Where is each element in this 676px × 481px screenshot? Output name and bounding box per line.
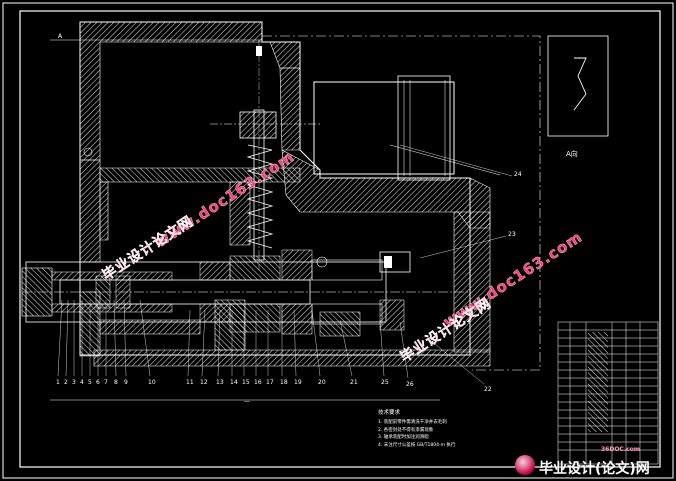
- leader-lines: [57, 144, 513, 385]
- part-number-8: 8: [114, 379, 118, 386]
- vertical-shaft: [239, 40, 277, 270]
- spindle-assembly: [21, 147, 470, 337]
- part-number-11: 11: [186, 379, 194, 386]
- part-number-26: 26: [406, 381, 414, 388]
- part-number-24: 24: [514, 171, 522, 178]
- part-number-2: 2: [64, 379, 68, 386]
- a-view-detail: [547, 35, 609, 137]
- notes-title: 技术要求: [378, 410, 401, 416]
- part-number-15: 15: [242, 379, 250, 386]
- part-number-10: 10: [148, 379, 156, 386]
- notes-line-4: 4. 未注尺寸公差按 GB/T1804-m 执行: [378, 443, 456, 449]
- site-logo: 36DOC.com 毕业设计(论文)网: [513, 446, 673, 478]
- center-mark: —: [244, 398, 250, 405]
- inner-border: [19, 10, 661, 468]
- part-number-14: 14: [230, 379, 238, 386]
- part-number-25: 25: [381, 379, 389, 386]
- part-number-19: 19: [294, 379, 302, 386]
- title-block: [557, 321, 659, 465]
- part-number-1: 1: [56, 379, 60, 386]
- view-label: A向: [566, 149, 578, 158]
- part-number-5: 5: [88, 379, 92, 386]
- part-number-9: 9: [124, 379, 128, 386]
- logo-name: 毕业设计(论文)网: [539, 461, 650, 477]
- logo-disc-icon: [515, 455, 535, 475]
- part-number-3: 3: [72, 379, 76, 386]
- notes-line-2: 2. 各密封处不得有渗漏现象: [378, 427, 434, 433]
- part-number-22: 22: [484, 386, 492, 393]
- part-number-20: 20: [318, 379, 326, 386]
- logo-site: 36DOC.com: [601, 446, 641, 453]
- part-number-16: 16: [254, 379, 262, 386]
- part-number-13: 13: [216, 379, 224, 386]
- part-number-21: 21: [350, 379, 358, 386]
- part-number-7: 7: [104, 379, 108, 386]
- technical-notes: 技术要求 1. 装配前零件需清洗干净并去毛刺 2. 各密封处不得有渗漏现象 3.…: [378, 410, 508, 450]
- part-number-17: 17: [266, 379, 274, 386]
- part-number-4: 4: [80, 379, 84, 386]
- section-lines: [50, 35, 541, 401]
- part-number-23: 23: [508, 231, 516, 238]
- part-number-18: 18: [280, 379, 288, 386]
- notes-line-3: 3. 轴承装配时加注润滑脂: [378, 435, 429, 441]
- section-marker-a: A: [58, 33, 63, 40]
- part-number-6: 6: [96, 379, 100, 386]
- motor: [210, 75, 501, 181]
- part-number-12: 12: [200, 379, 208, 386]
- notes-line-1: 1. 装配前零件需清洗干净并去毛刺: [378, 419, 447, 425]
